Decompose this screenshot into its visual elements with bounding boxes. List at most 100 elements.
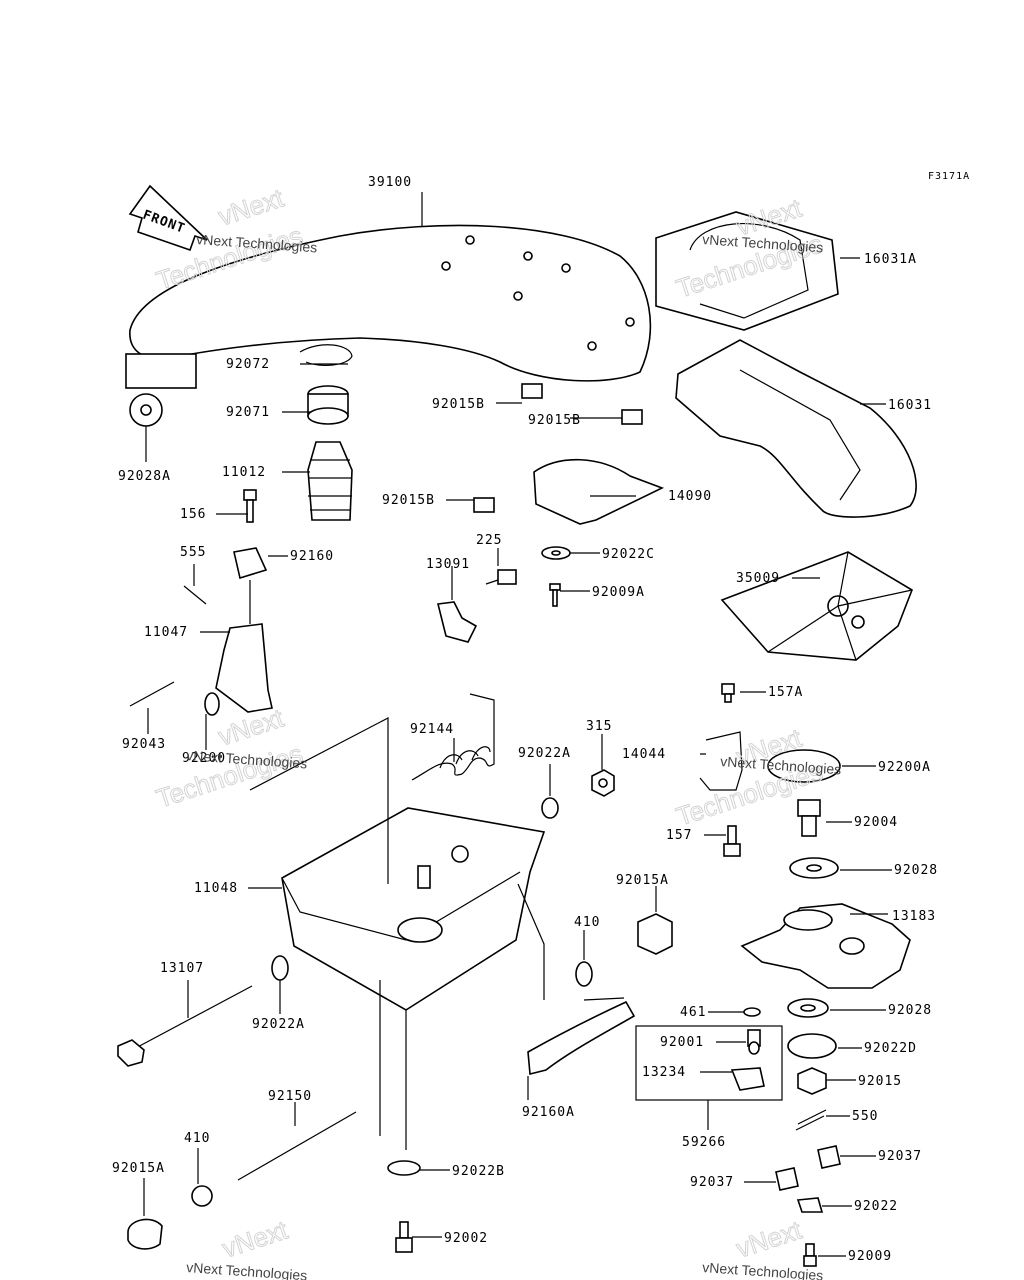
label-13183: 13183 <box>892 909 936 924</box>
label-92015A-a: 92015A <box>616 873 669 888</box>
part-92009-screw[interactable] <box>803 1243 817 1267</box>
part-410-washer-a[interactable] <box>575 961 593 987</box>
label-157A: 157A <box>768 685 803 700</box>
part-157A-bolt[interactable] <box>721 683 735 703</box>
part-92002-bolt[interactable] <box>395 1221 413 1253</box>
part-92015B-clip-a[interactable] <box>521 383 543 399</box>
label-92028-b: 92028 <box>888 1003 932 1018</box>
part-92015A-nut-b[interactable] <box>127 1218 163 1250</box>
part-92160A-damper[interactable] <box>527 1000 636 1076</box>
part-14090-cover-plate[interactable] <box>533 458 665 525</box>
part-92200-washer[interactable] <box>204 692 220 716</box>
svg-text:vNext: vNext <box>733 1214 806 1263</box>
part-92022A-washer-a[interactable] <box>541 797 559 819</box>
part-92022C-washer[interactable] <box>541 546 571 560</box>
part-92144-spring[interactable] <box>411 693 495 781</box>
svg-text:vNext Technologies: vNext Technologies <box>186 1259 308 1280</box>
label-13091: 13091 <box>426 557 470 572</box>
label-550: 550 <box>852 1109 878 1124</box>
label-92015B-a: 92015B <box>432 397 485 412</box>
part-92071-grommet[interactable] <box>307 385 349 425</box>
part-92037-clamp-b[interactable] <box>775 1167 799 1191</box>
part-410-washer-b[interactable] <box>191 1185 213 1207</box>
label-92022: 92022 <box>854 1199 898 1214</box>
label-92022D: 92022D <box>864 1041 917 1056</box>
part-92028A-washer[interactable] <box>129 393 163 427</box>
label-461: 461 <box>680 1005 706 1020</box>
label-11048: 11048 <box>194 881 238 896</box>
part-92072-band[interactable] <box>299 344 353 366</box>
part-59266-box <box>635 1025 783 1101</box>
label-92022A-b: 92022A <box>252 1017 305 1032</box>
part-13183-plate[interactable] <box>740 903 911 989</box>
part-92022-clip[interactable] <box>796 1197 824 1213</box>
part-16031-cover[interactable] <box>675 339 917 518</box>
part-92004-stud[interactable] <box>797 799 821 837</box>
label-35009: 35009 <box>736 571 780 586</box>
label-16031: 16031 <box>888 398 932 413</box>
label-92037-b: 92037 <box>690 1175 734 1190</box>
part-92022D-washer[interactable] <box>787 1033 837 1059</box>
part-13234-sleeve[interactable] <box>730 1067 765 1091</box>
part-92015B-clip-b[interactable] <box>621 409 643 425</box>
part-550-cotter[interactable] <box>795 1109 827 1131</box>
label-410-b: 410 <box>184 1131 210 1146</box>
part-39100-hood[interactable] <box>125 224 652 389</box>
part-315-nut[interactable] <box>591 769 615 797</box>
label-92200A: 92200A <box>878 760 931 775</box>
part-92009A-screw[interactable] <box>549 583 561 607</box>
part-92037-clamp-a[interactable] <box>817 1145 841 1169</box>
label-157: 157 <box>666 828 692 843</box>
label-92022C: 92022C <box>602 547 655 562</box>
label-92072: 92072 <box>226 357 270 372</box>
label-92071: 92071 <box>226 405 270 420</box>
part-92015B-clip-c[interactable] <box>473 497 495 513</box>
label-13107: 13107 <box>160 961 204 976</box>
part-156-bolt[interactable] <box>243 489 257 523</box>
part-92150-stud[interactable] <box>237 1111 357 1181</box>
label-555: 555 <box>180 545 206 560</box>
label-92160: 92160 <box>290 549 334 564</box>
label-92144: 92144 <box>410 722 454 737</box>
label-225: 225 <box>476 533 502 548</box>
part-225-screw[interactable] <box>485 569 517 585</box>
part-labels: 39100 16031A 16031 92072 92071 92028A 11… <box>112 175 937 1264</box>
label-16031A: 16031A <box>864 252 917 267</box>
label-92001: 92001 <box>660 1035 704 1050</box>
part-92022B-washer[interactable] <box>387 1160 421 1176</box>
watermark-mid-left: vNext Technologies vNext Technologies <box>152 702 308 814</box>
label-39100: 39100 <box>368 175 412 190</box>
label-92160A: 92160A <box>522 1105 575 1120</box>
part-92015-nut[interactable] <box>797 1067 827 1095</box>
part-157-bolt[interactable] <box>723 825 741 857</box>
part-92160-damper[interactable] <box>233 547 268 580</box>
part-92028-washer-a[interactable] <box>789 857 839 879</box>
part-13091-bracket[interactable] <box>437 601 478 643</box>
label-92009A: 92009A <box>592 585 645 600</box>
label-13234: 13234 <box>642 1065 686 1080</box>
label-92015B-b: 92015B <box>528 413 581 428</box>
part-92015A-nut-a[interactable] <box>637 913 673 955</box>
part-11047-stand[interactable] <box>215 623 273 713</box>
label-92037-a: 92037 <box>878 1149 922 1164</box>
svg-text:vNext: vNext <box>219 1214 292 1263</box>
label-92022A-a: 92022A <box>518 746 571 761</box>
part-13107-bolt[interactable] <box>117 985 253 1067</box>
part-11048-pan[interactable] <box>281 807 546 1011</box>
label-410-a: 410 <box>574 915 600 930</box>
part-555-pin[interactable] <box>183 585 207 605</box>
part-16031A-cover[interactable] <box>655 211 839 331</box>
part-92022A-washer-b[interactable] <box>271 955 289 981</box>
part-92043-pin[interactable] <box>129 681 175 707</box>
part-92200A-washer[interactable] <box>767 749 841 783</box>
part-11012-boot[interactable] <box>307 441 353 521</box>
diagram-code: F3171A <box>928 171 970 182</box>
part-14044-clip[interactable] <box>699 731 743 791</box>
label-92015: 92015 <box>858 1074 902 1089</box>
part-92001-bolt[interactable] <box>747 1029 761 1055</box>
part-92028-washer-b[interactable] <box>787 998 829 1018</box>
part-461-washer[interactable] <box>743 1007 761 1017</box>
label-92043: 92043 <box>122 737 166 752</box>
part-35009-plate[interactable] <box>720 551 913 661</box>
